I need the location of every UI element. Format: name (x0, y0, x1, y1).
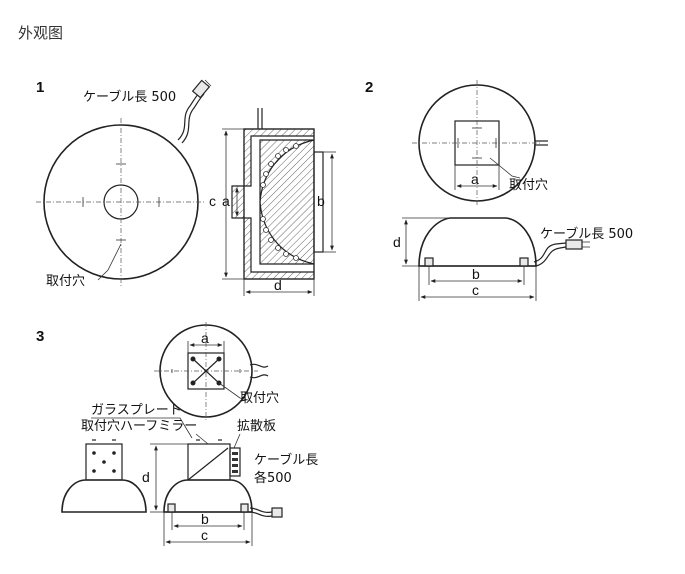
dim-a: a (471, 171, 479, 187)
dim-c: c (209, 193, 216, 209)
dim-a: a (201, 330, 209, 346)
cable-connector (565, 239, 583, 250)
glass-plate-label: ガラスプレート (91, 403, 182, 418)
figure-3-main-side-view: ケーブル長 各500 d b c (142, 439, 318, 546)
cable (177, 91, 201, 141)
mounting-hole-label: 取付穴 (46, 274, 85, 289)
cable-length-label-2: 各500 (254, 470, 292, 486)
cable-connector (271, 507, 283, 518)
cable-length-label-1: ケーブル長 (254, 452, 318, 468)
dim-d: d (142, 469, 150, 485)
figure-2: 2 a 取付穴 (365, 79, 633, 301)
cable-length-label: ケーブル長 500 (83, 89, 176, 105)
cable-length-label: ケーブル長 500 (540, 226, 633, 242)
figure-1-front-view: ケーブル長 500 取付穴 (36, 79, 212, 289)
page-title: 外观图 (18, 24, 64, 42)
half-mirror-label: ハーフミラー (120, 419, 197, 434)
figure-3-top-view: a 取付穴 (154, 322, 279, 420)
mounting-hole-marks (82, 163, 160, 241)
figure-1: 1 ケーブル長 500 取付穴 (36, 79, 336, 296)
dim-d: d (393, 234, 401, 250)
figure-1-section-view: c a b d (209, 108, 336, 296)
figure-3-number: 3 (36, 328, 44, 345)
mounting-hole-label-side: 取付穴 (81, 419, 120, 434)
figure-2-side-view: ケーブル長 500 d b c (393, 217, 633, 301)
figure-2-number: 2 (365, 79, 373, 96)
mounting-hole-label-top: 取付穴 (240, 391, 279, 406)
diffuser-label: 拡散板 (237, 419, 276, 434)
led-array (260, 143, 299, 261)
dim-a: a (222, 193, 230, 209)
dim-b: b (317, 193, 325, 209)
dim-b: b (201, 511, 209, 527)
dim-d: d (274, 277, 282, 293)
dim-b: b (472, 266, 480, 282)
dim-c: c (201, 527, 208, 543)
cable-connector (191, 79, 211, 99)
mounting-hole-label: 取付穴 (509, 178, 548, 193)
figure-2-top-view: a 取付穴 (412, 80, 548, 206)
dim-c: c (472, 282, 479, 298)
figure-1-number: 1 (36, 79, 44, 96)
figure-3: 3 a 取付穴 (36, 322, 318, 546)
figure-3-small-side-view: 取付穴 (61, 419, 147, 513)
